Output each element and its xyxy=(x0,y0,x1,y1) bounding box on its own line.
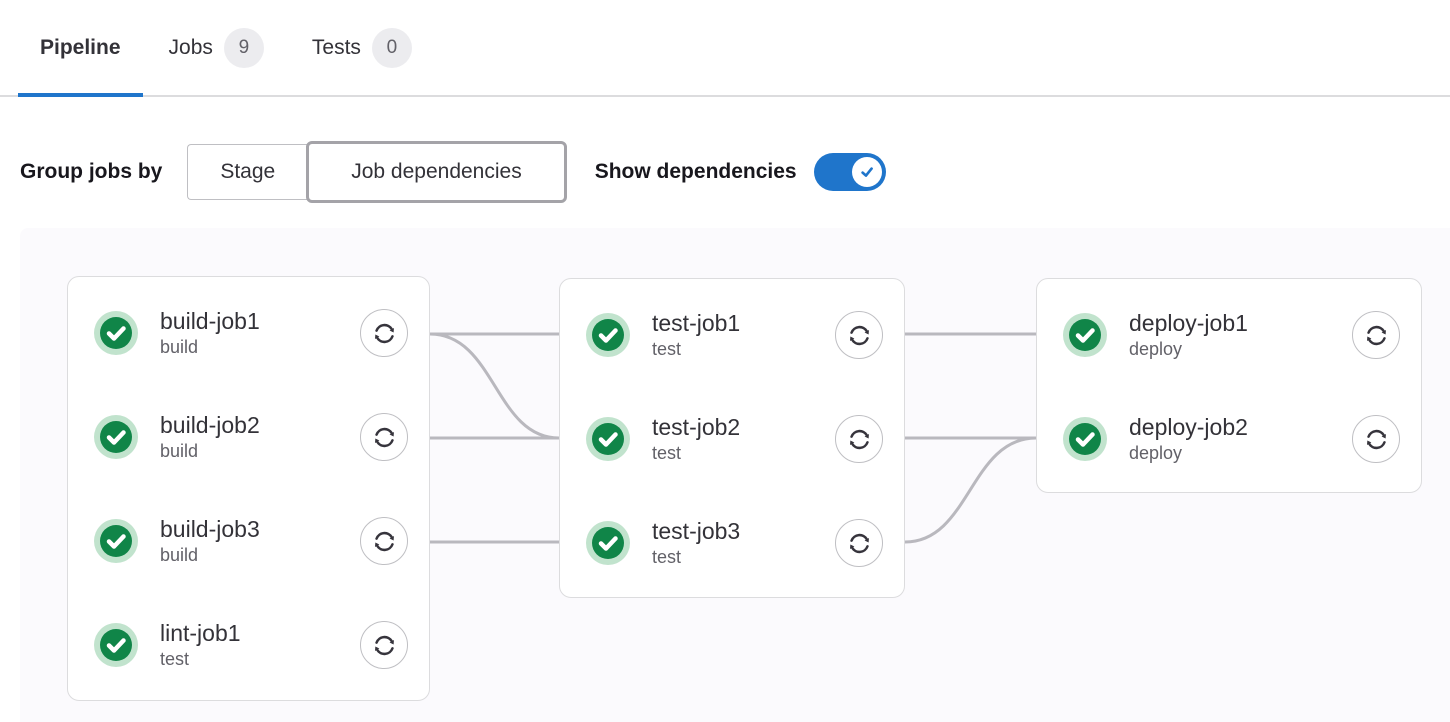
retry-icon xyxy=(374,323,394,343)
tab-pipeline-label: Pipeline xyxy=(40,35,121,59)
tests-count-badge: 0 xyxy=(371,27,412,68)
job-name: build-job2 xyxy=(160,412,260,439)
retry-job-button[interactable] xyxy=(835,311,883,359)
graph-controls: Group jobs by Stage Job dependencies Sho… xyxy=(20,141,1430,203)
job-group-card-test: test-job1 test test-job2 test xyxy=(559,278,905,598)
job-name: build-job1 xyxy=(160,308,260,335)
status-success-icon xyxy=(586,313,630,357)
pipeline-graph: build-job1 build build-job2 build xyxy=(20,228,1450,722)
retry-icon xyxy=(849,533,869,553)
retry-icon xyxy=(374,635,394,655)
retry-icon xyxy=(1366,429,1386,449)
edge-build-job1-test-job2 xyxy=(420,332,569,440)
show-dependencies-toggle[interactable] xyxy=(813,153,886,191)
tab-tests-label: Tests xyxy=(311,35,361,59)
job-row-deploy-job1[interactable]: deploy-job1 deploy xyxy=(1037,283,1421,387)
job-group-card-deploy: deploy-job1 deploy deploy-job2 deploy xyxy=(1036,278,1422,493)
job-group-card-build: build-job1 build build-job2 build xyxy=(67,276,430,701)
retry-job-button[interactable] xyxy=(360,413,408,461)
job-name: test-job2 xyxy=(652,414,741,441)
job-name: deploy-job1 xyxy=(1129,310,1248,337)
toggle-knob xyxy=(851,157,882,187)
group-by-job-dependencies-button[interactable]: Job dependencies xyxy=(306,141,567,203)
job-name: test-job1 xyxy=(652,310,741,337)
job-stage: build xyxy=(160,440,199,461)
dependency-lines xyxy=(420,332,1046,544)
job-stage: test xyxy=(652,546,682,567)
status-success-icon xyxy=(586,521,630,565)
retry-job-button[interactable] xyxy=(835,415,883,463)
tab-tests[interactable]: Tests 0 xyxy=(288,0,436,95)
job-stage: build xyxy=(160,336,199,357)
job-name: deploy-job2 xyxy=(1129,414,1248,441)
job-name: lint-job1 xyxy=(160,620,241,647)
job-row-build-job2[interactable]: build-job2 build xyxy=(68,385,429,489)
tab-pipeline[interactable]: Pipeline xyxy=(16,0,145,97)
status-success-icon xyxy=(586,417,630,461)
job-stage: deploy xyxy=(1129,338,1183,359)
retry-icon xyxy=(849,429,869,449)
show-dependencies-label: Show dependencies xyxy=(594,160,797,183)
pipeline-tabs: Pipeline Jobs 9 Tests 0 xyxy=(0,0,1450,97)
job-row-lint-job1[interactable]: lint-job1 test xyxy=(68,593,429,697)
job-stage: test xyxy=(652,338,682,359)
group-jobs-by-segmented-control: Stage Job dependencies xyxy=(187,141,567,203)
job-row-test-job3[interactable]: test-job3 test xyxy=(560,491,904,595)
status-success-icon xyxy=(94,623,138,667)
job-name: test-job3 xyxy=(652,518,741,545)
retry-job-button[interactable] xyxy=(1352,415,1400,463)
retry-job-button[interactable] xyxy=(360,309,408,357)
job-row-build-job1[interactable]: build-job1 build xyxy=(68,281,429,385)
job-row-test-job2[interactable]: test-job2 test xyxy=(560,387,904,491)
status-success-icon xyxy=(94,311,138,355)
retry-icon xyxy=(849,325,869,345)
retry-icon xyxy=(1366,325,1386,345)
tab-jobs-label: Jobs xyxy=(168,35,213,59)
group-jobs-by-label: Group jobs by xyxy=(20,160,163,183)
status-success-icon xyxy=(1063,417,1107,461)
status-success-icon xyxy=(94,415,138,459)
status-success-icon xyxy=(94,519,138,563)
retry-job-button[interactable] xyxy=(360,517,408,565)
group-by-stage-button[interactable]: Stage xyxy=(187,144,308,200)
tab-jobs[interactable]: Jobs 9 xyxy=(145,0,288,95)
retry-job-button[interactable] xyxy=(835,519,883,567)
retry-icon xyxy=(374,531,394,551)
status-success-icon xyxy=(1063,313,1107,357)
edge-test-job3-deploy-job2 xyxy=(895,436,1046,544)
job-stage: build xyxy=(160,544,199,565)
check-icon xyxy=(860,167,873,177)
retry-job-button[interactable] xyxy=(1352,311,1400,359)
job-stage: test xyxy=(160,648,190,669)
jobs-count-badge: 9 xyxy=(223,27,264,68)
job-row-build-job3[interactable]: build-job3 build xyxy=(68,489,429,593)
job-stage: deploy xyxy=(1129,442,1183,463)
retry-icon xyxy=(374,427,394,447)
job-row-test-job1[interactable]: test-job1 test xyxy=(560,283,904,387)
retry-job-button[interactable] xyxy=(360,621,408,669)
job-row-deploy-job2[interactable]: deploy-job2 deploy xyxy=(1037,387,1421,491)
job-stage: test xyxy=(652,442,682,463)
job-name: build-job3 xyxy=(160,516,260,543)
